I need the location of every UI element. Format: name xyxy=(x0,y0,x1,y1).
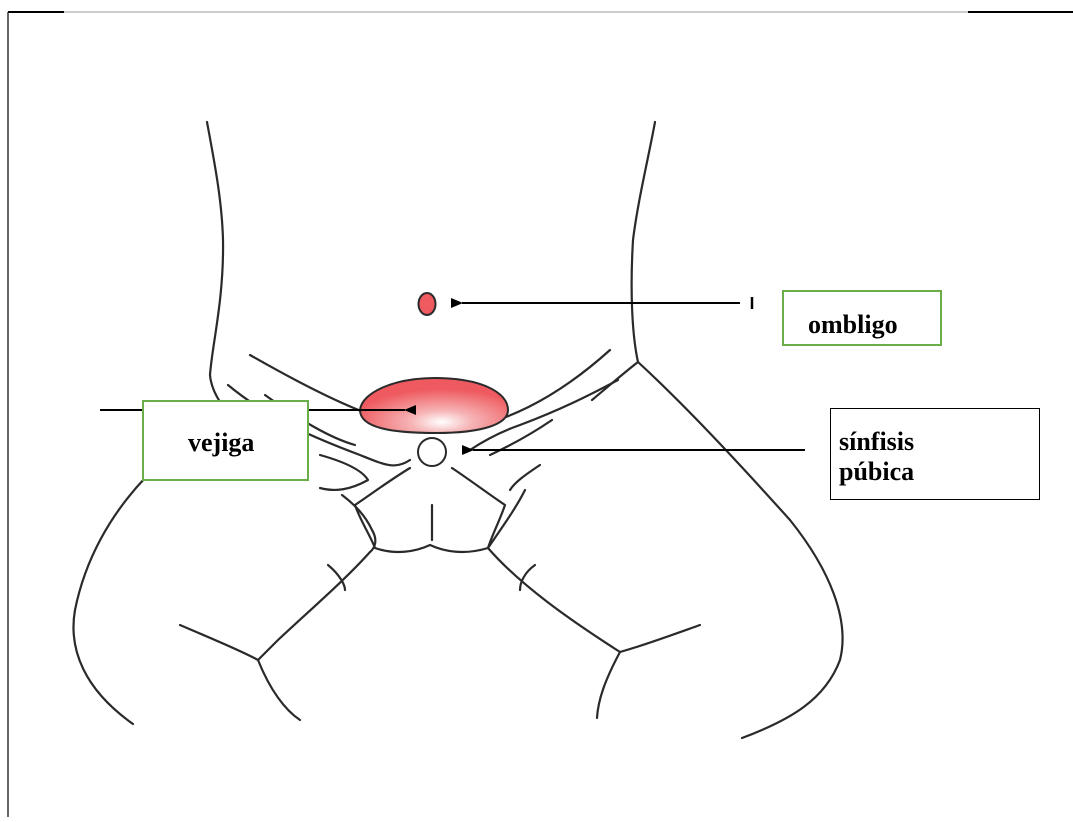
ombligo-label: ombligo xyxy=(808,310,898,339)
pelvis-left xyxy=(355,468,410,548)
right-groin-line-2 xyxy=(592,362,638,400)
right-inner-thigh xyxy=(488,490,620,652)
vejiga-label-box: vejiga xyxy=(142,400,309,481)
left-leg-crease xyxy=(320,455,368,490)
sinfisis-label-box: sínfisis púbica xyxy=(830,408,1040,500)
left-knee-line xyxy=(180,625,300,720)
navel-marker xyxy=(419,293,436,315)
sinfisis-label-line1: sínfisis xyxy=(839,427,1039,457)
bladder-shape xyxy=(360,378,508,433)
right-knee-line xyxy=(597,625,700,718)
left-inner-thigh xyxy=(258,495,375,660)
right-torso-edge xyxy=(632,122,655,362)
right-thigh-outer xyxy=(638,362,843,738)
ombligo-label-box: ombligo xyxy=(782,290,942,346)
genital-outline xyxy=(375,545,488,552)
vejiga-label: vejiga xyxy=(188,428,254,457)
sinfisis-label-line2: púbica xyxy=(839,457,1039,487)
symphysis-marker xyxy=(418,438,446,466)
left-thigh-outer xyxy=(73,478,145,724)
right-leg-crease xyxy=(510,465,540,490)
